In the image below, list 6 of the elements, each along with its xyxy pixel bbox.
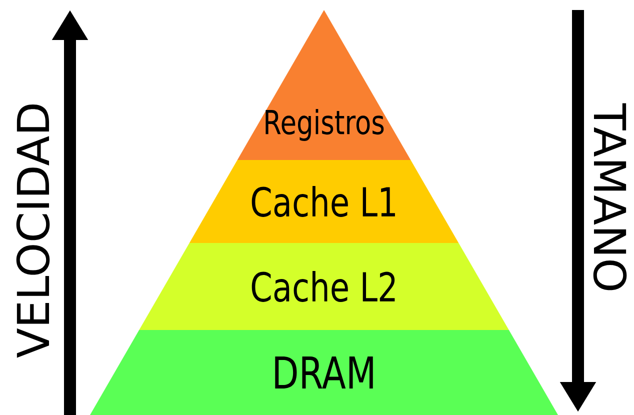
axis-label: TAMANO: [593, 103, 627, 290]
axis-label: VELOCIDAD: [16, 104, 50, 358]
pyramid-level: Registros: [237, 10, 411, 160]
pyramid-level: DRAM: [90, 330, 558, 415]
pyramid-level: Cache L2: [139, 243, 509, 330]
pyramid-level: Cache L1: [189, 160, 459, 243]
